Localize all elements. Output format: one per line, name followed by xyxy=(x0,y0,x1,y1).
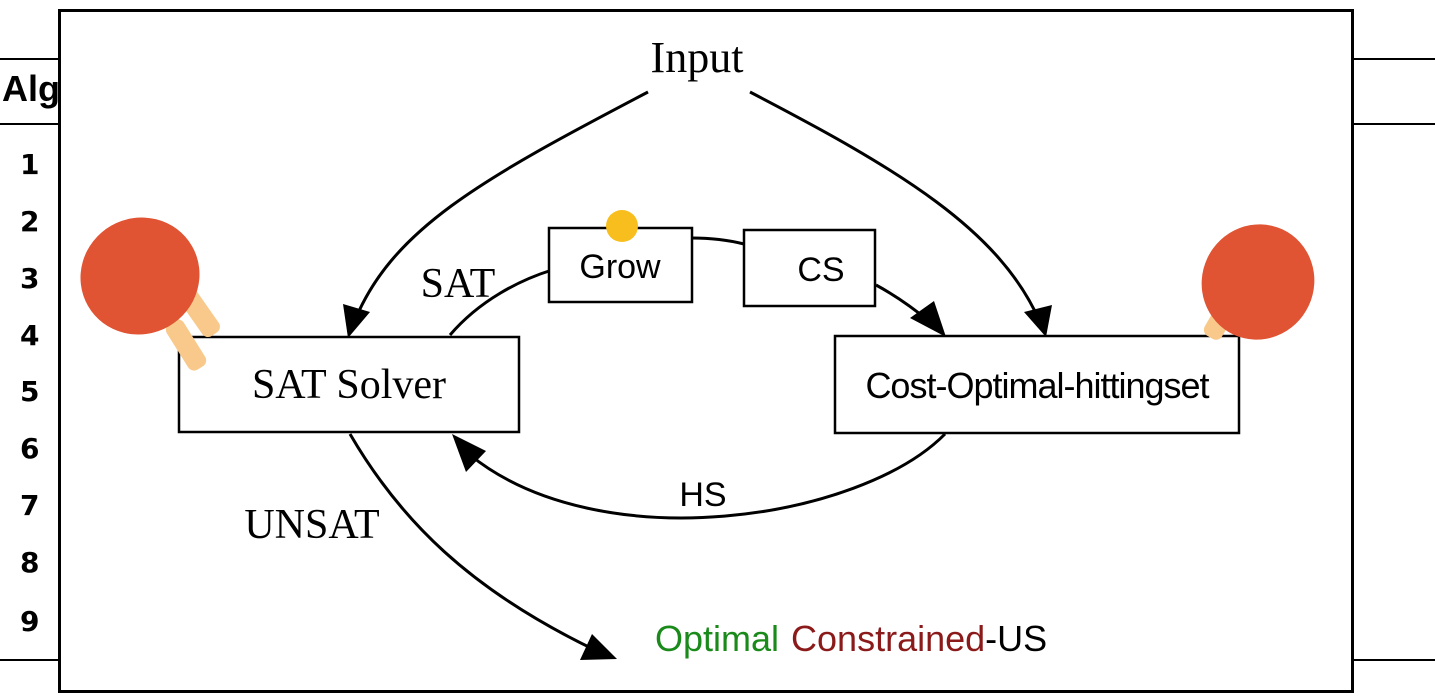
sat-solver-node xyxy=(177,335,521,434)
line-number: 3 xyxy=(20,262,40,295)
sat-solver-label: SAT Solver xyxy=(252,362,446,408)
line-number: 5 xyxy=(20,375,40,408)
output-optimal: Optimal xyxy=(655,618,779,659)
line-number: 8 xyxy=(20,546,40,579)
input-to-sat-solver-edge xyxy=(351,90,649,326)
hs-edge-label: HS xyxy=(679,476,726,514)
sat-edge-label: SAT xyxy=(421,261,496,307)
hittingset-node xyxy=(833,334,1241,435)
arrowhead xyxy=(343,304,370,338)
line-number: 6 xyxy=(20,432,40,465)
ping-pong-paddle-icon xyxy=(1201,224,1315,340)
grow-label: Grow xyxy=(579,248,661,286)
grow-to-cs-edge xyxy=(691,236,745,246)
output-label: Optimal Constrained-US xyxy=(655,618,1047,659)
line-number: 7 xyxy=(20,489,40,522)
algorithm-heading: Alg xyxy=(2,68,60,109)
output-constrained: Constrained xyxy=(791,618,985,659)
line-number: 9 xyxy=(20,605,40,638)
input-to-hittingset-edge xyxy=(749,90,1042,323)
cs-label: CS xyxy=(797,251,844,289)
line-number: 1 xyxy=(20,148,40,181)
arrowhead xyxy=(580,634,617,660)
output-us: -US xyxy=(985,618,1047,659)
arrowhead xyxy=(452,434,486,472)
hittingset-label: Cost-Optimal-hittingset xyxy=(865,365,1209,406)
arrowhead xyxy=(1024,305,1052,337)
ping-pong-paddle-icon xyxy=(80,217,220,371)
input-label: Input xyxy=(651,33,744,82)
sat-to-grow-edge xyxy=(448,268,553,336)
cs-node xyxy=(742,228,877,308)
line-number: 4 xyxy=(20,319,40,352)
sat-to-output-unsat-edge xyxy=(348,433,596,652)
arrowhead xyxy=(910,301,946,337)
hittingset-to-sat-hs-edge xyxy=(469,432,947,520)
unsat-edge-label: UNSAT xyxy=(244,502,379,548)
line-number: 2 xyxy=(20,205,40,238)
ping-pong-ball-icon xyxy=(606,210,638,242)
